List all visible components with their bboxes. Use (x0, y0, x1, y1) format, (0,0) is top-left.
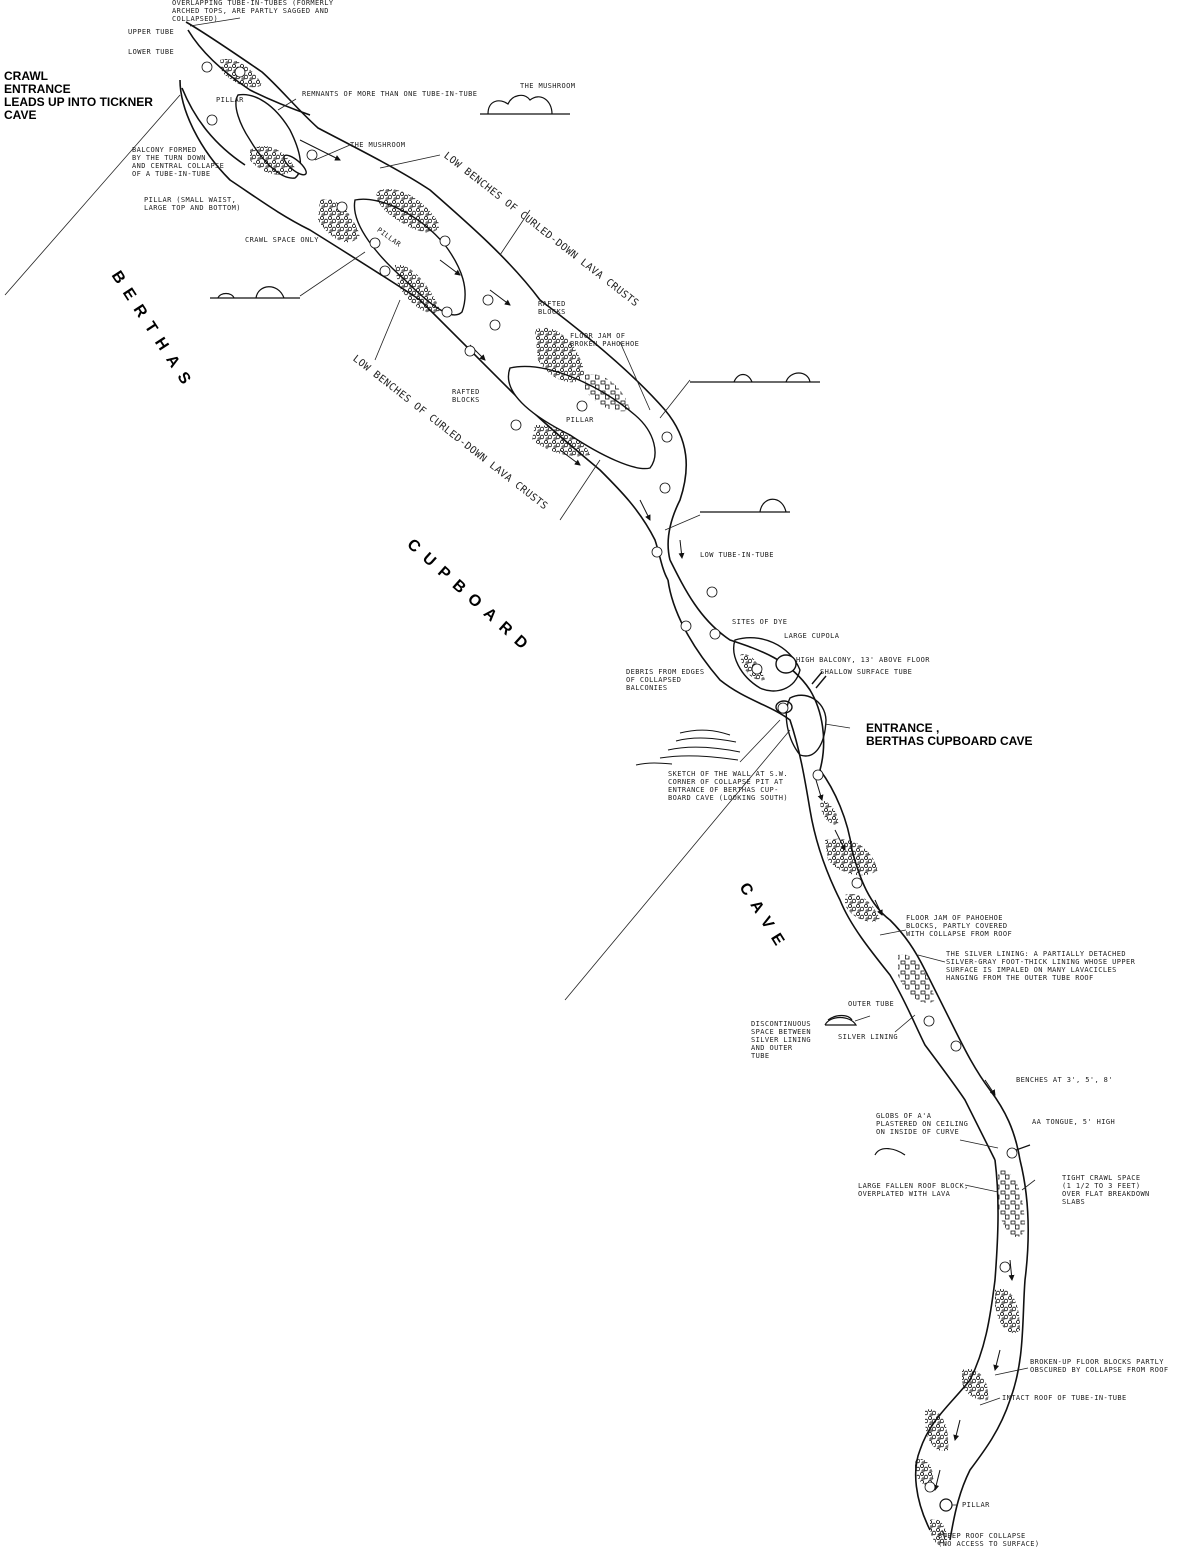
label-rafted-blocks-1: RAFTED BLOCKS (538, 300, 566, 316)
label-fallen-block: LARGE FALLEN ROOF BLOCK, OVERPLATED WITH… (858, 1182, 969, 1198)
wall-sketch (635, 729, 741, 766)
label-tight-crawl: TIGHT CRAWL SPACE (1 1/2 TO 3 FEET) OVER… (1062, 1174, 1150, 1206)
label-silver-lining: THE SILVER LINING: A PARTIALLY DETACHED … (946, 950, 1136, 982)
label-pillar-bottom: PILLAR (962, 1501, 990, 1509)
label-globs: GLOBS OF A'A PLASTERED ON CEILING ON INS… (876, 1112, 969, 1136)
label-silver-lining-short: SILVER LINING (838, 1033, 898, 1041)
upper-tube-walls (179, 21, 688, 581)
label-outer-tube: OUTER TUBE (848, 1000, 895, 1008)
leader-lines-middle (564, 719, 946, 1033)
label-mushroom: THE MUSHROOM (350, 141, 406, 149)
flow-arrows (299, 139, 1015, 1491)
label-discontinuous: DISCONTINUOUS SPACE BETWEEN SILVER LININ… (751, 1020, 811, 1060)
label-crawl-space: CRAWL SPACE ONLY (245, 236, 319, 244)
label-pillar-top: PILLAR (216, 96, 244, 104)
label-steep-roof: STEEP ROOF COLLAPSE (NO ACCESS TO SURFAC… (938, 1532, 1040, 1548)
label-pillar-small-waist: PILLAR (SMALL WAIST, LARGE TOP AND BOTTO… (144, 196, 241, 212)
label-debris: DEBRIS FROM EDGES OF COLLAPSED BALCONIES (626, 668, 705, 692)
cupola-area (733, 636, 827, 757)
rubble-upper (220, 59, 630, 457)
label-broken-floor: BROKEN-UP FLOOR BLOCKS PARTLY OBSCURED B… (1030, 1358, 1169, 1374)
label-intact-roof: INTACT ROOF OF TUBE-IN-TUBE (1002, 1394, 1127, 1402)
leader-lines-lower (941, 1139, 1036, 1541)
label-mushroom-profile: THE MUSHROOM (520, 82, 576, 90)
outer-tube-profile (824, 1014, 858, 1026)
label-shallow-tube: SHALLOW SURFACE TUBE (820, 668, 913, 676)
label-aa-tongue: AA TONGUE, 5' HIGH (1032, 1118, 1116, 1126)
label-remnants: REMNANTS OF MORE THAN ONE TUBE-IN-TUBE (302, 90, 478, 98)
label-lower-tube: LOWER TUBE (128, 48, 175, 56)
crawl-entrance-label: CRAWL ENTRANCE LEADS UP INTO TICKNER CAV… (4, 69, 153, 122)
label-overlapping: OVERLAPPING TUBE-IN-TUBES (FORMERLY ARCH… (172, 0, 334, 23)
label-sketch: SKETCH OF THE WALL AT S.W. CORNER OF COL… (668, 770, 788, 802)
label-large-cupola: LARGE CUPOLA (784, 632, 840, 640)
label-rafted-blocks-2: RAFTED BLOCKS (452, 388, 480, 404)
rubble-lower (915, 1169, 1025, 1546)
label-dye: SITES OF DYE (732, 618, 788, 626)
label-benches: BENCHES AT 3', 5', 8' (1016, 1076, 1113, 1084)
label-balcony: BALCONY FORMED BY THE TURN DOWN AND CENT… (132, 146, 225, 178)
survey-stations (201, 61, 1018, 1493)
label-pillar-lower: PILLAR (566, 416, 594, 424)
rubble-middle (740, 654, 935, 1004)
label-high-balcony: HIGH BALCONY, 13' ABOVE FLOOR (796, 656, 930, 664)
label-floor-jam-2: FLOOR JAM OF PAHOEHOE BLOCKS, PARTLY COV… (906, 914, 1013, 938)
label-floor-jam: FLOOR JAM OF BROKEN PAHOEHOE (570, 332, 640, 348)
cross-section-profiles (210, 94, 820, 513)
main-entrance-label: ENTRANCE , BERTHAS CUPBOARD CAVE (866, 721, 1033, 748)
leader-lines-upper (4, 17, 701, 531)
pillars (235, 93, 656, 470)
label-upper-tube: UPPER TUBE (128, 28, 175, 36)
label-low-tube-in-tube: LOW TUBE-IN-TUBE (700, 551, 774, 559)
